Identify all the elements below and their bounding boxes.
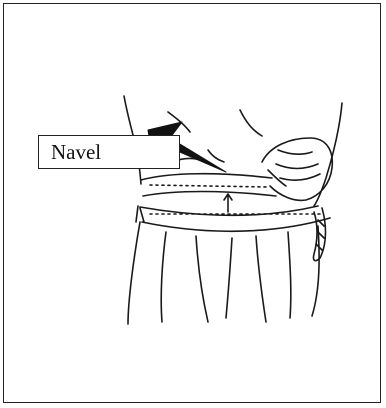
navel-mark [224,194,232,212]
tape-upper-bottom [143,192,276,197]
trouser-right [312,226,319,316]
navel-label-box: Navel [38,135,180,169]
tape-upper-top [141,174,272,180]
tape-lower-bottom [142,218,330,231]
navel-label: Navel [51,140,101,165]
trouser-left [128,222,140,324]
torso-right-outline [314,103,342,206]
